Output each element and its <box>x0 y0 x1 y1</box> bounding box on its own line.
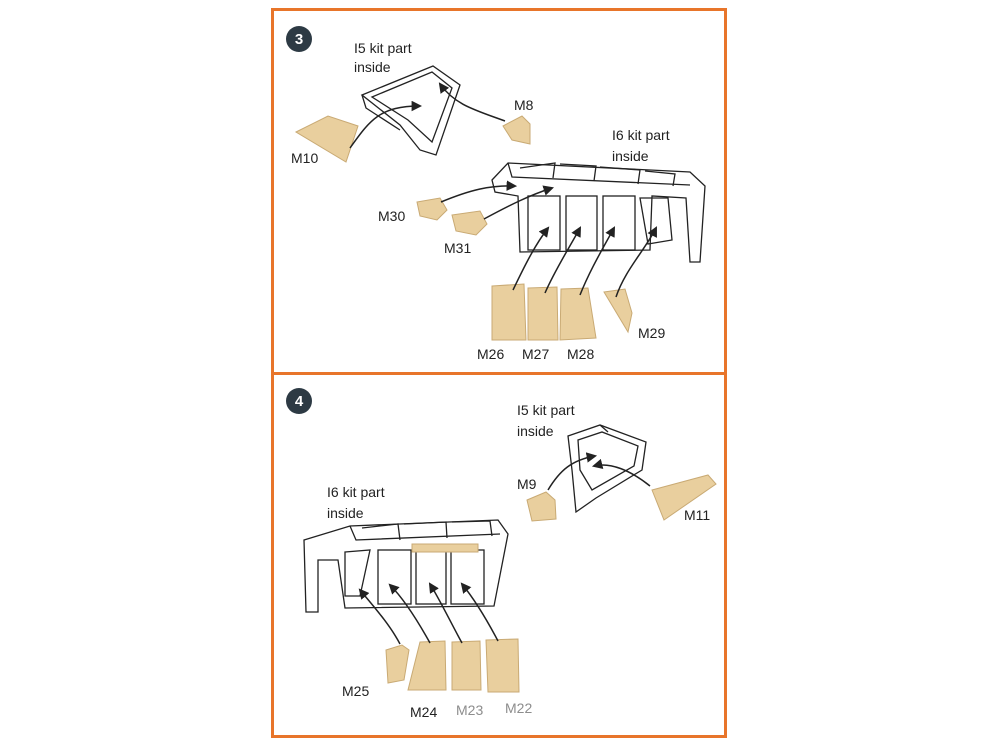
mask-m11-label: M11 <box>684 507 711 523</box>
step4-arrows <box>358 452 651 645</box>
mask-m24-shape <box>407 640 447 691</box>
step3-i5-note-line1: I5 kit part <box>354 40 412 56</box>
step3-masks <box>294 115 633 341</box>
mask-m11-shape <box>651 474 717 521</box>
step3-windscreen-part <box>360 65 461 156</box>
step-4-panel <box>271 372 727 738</box>
mask-m8-shape <box>502 115 531 145</box>
mask-m22-shape <box>485 638 520 693</box>
step3-i6-note-line2: inside <box>612 148 649 164</box>
mask-m25-shape <box>385 644 410 684</box>
step4-masks <box>385 474 717 693</box>
mask-m29-label: M29 <box>638 325 666 341</box>
mask-m26-label: M26 <box>477 346 505 362</box>
mask-m26-shape <box>491 283 527 341</box>
mask-m28-shape <box>559 287 597 341</box>
step3-arrows <box>349 82 657 298</box>
step4-canopy-part <box>303 519 509 613</box>
step3-i6-note-line1: I6 kit part <box>612 127 670 143</box>
mask-m29-shape <box>603 288 633 334</box>
mask-m22-label: M22 <box>505 700 533 716</box>
mask-m24-label: M24 <box>410 704 438 720</box>
step4-i6-note-line2: inside <box>327 505 364 521</box>
mask-m31-label: M31 <box>444 240 472 256</box>
mask-m10-label: M10 <box>291 150 319 166</box>
mask-m31-shape <box>451 210 488 236</box>
mask-m27-label: M27 <box>522 346 550 362</box>
mask-m27-shape <box>527 286 559 341</box>
step4-windscreen-part <box>567 424 647 514</box>
step4-i6-note-line1: I6 kit part <box>327 484 385 500</box>
mask-m9-shape <box>526 491 557 522</box>
mask-m23-label: M23 <box>456 702 484 718</box>
mask-m23-shape <box>451 640 482 691</box>
mask-m25-label: M25 <box>342 683 370 699</box>
mask-m30-shape <box>416 197 448 221</box>
step-4-badge: 4 <box>286 388 312 414</box>
step4-i5-note-line1: I5 kit part <box>517 402 575 418</box>
step-3-badge: 3 <box>286 26 312 52</box>
mask-m10-shape <box>294 115 359 163</box>
mask-m8-label: M8 <box>514 97 534 113</box>
mask-m9-label: M9 <box>517 476 537 492</box>
step3-canopy-part <box>491 162 706 263</box>
step3-i5-note-line2: inside <box>354 59 391 75</box>
mask-m30-label: M30 <box>378 208 406 224</box>
mask-m28-label: M28 <box>567 346 595 362</box>
mask-strip-shape <box>411 543 479 553</box>
step4-i5-note-line2: inside <box>517 423 554 439</box>
